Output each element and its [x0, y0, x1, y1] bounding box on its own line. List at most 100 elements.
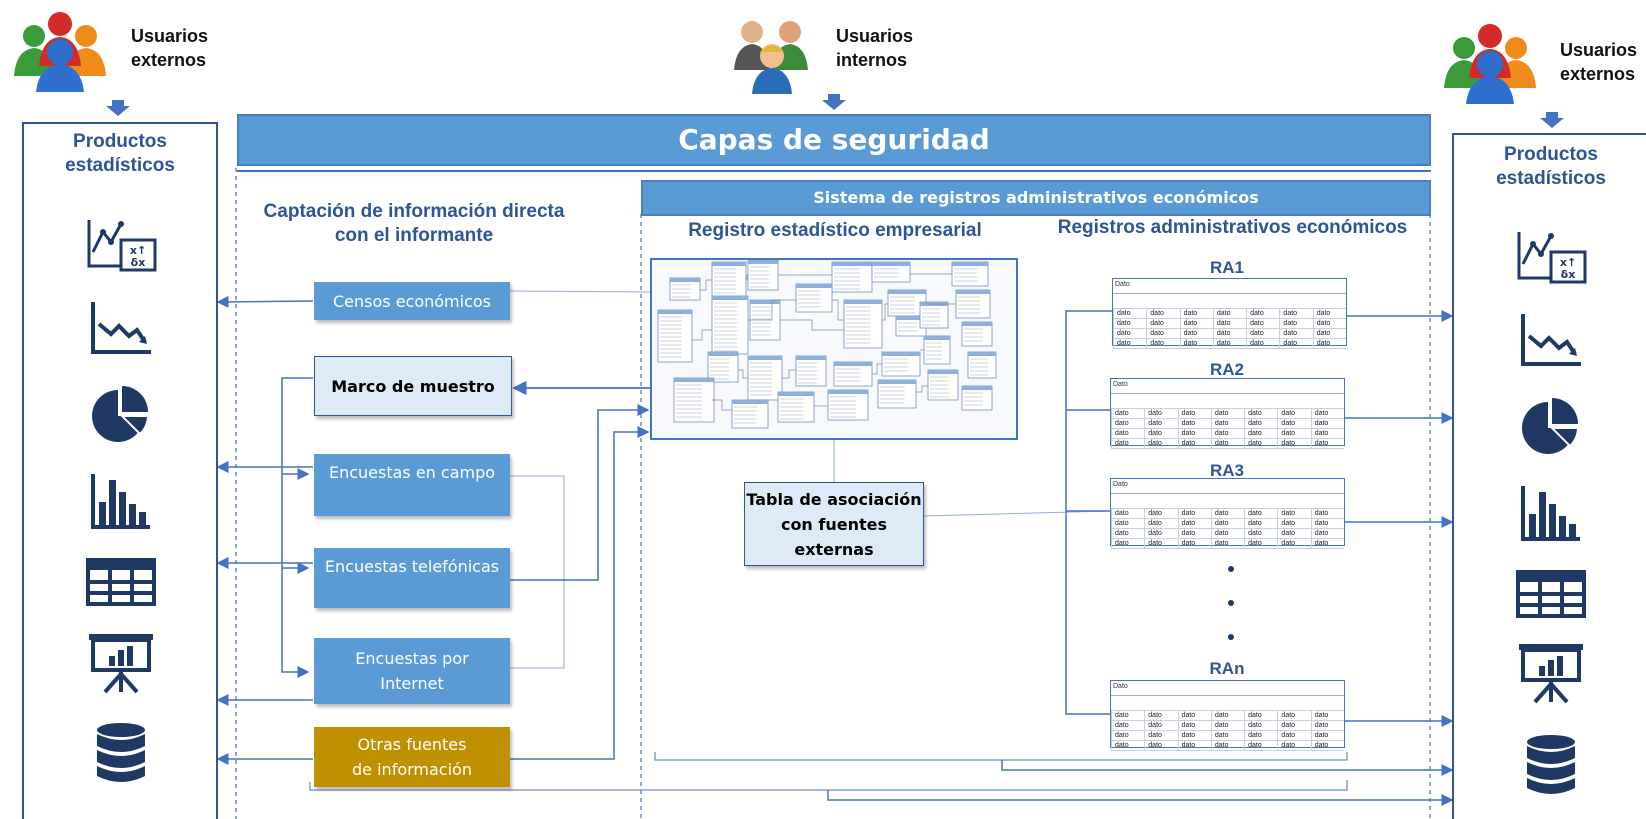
ra-table-cell: dato — [1277, 721, 1311, 731]
ra-table-cell: dato — [1244, 529, 1278, 539]
ra-table-cell: dato — [1244, 721, 1278, 731]
ra-table-cell: dato — [1212, 339, 1247, 349]
svg-text:δx: δx — [1561, 268, 1576, 281]
ra-table-cell: dato — [1144, 419, 1178, 429]
ra-table-cell: dato — [1146, 339, 1180, 349]
ra1-label: RA1 — [1209, 258, 1244, 277]
ra-table-cell: dato — [1144, 409, 1178, 419]
users-group-icon — [14, 12, 106, 92]
ra-table-cell: dato — [1244, 429, 1278, 439]
table-icon — [84, 558, 158, 606]
ra-table-cell: dato — [1310, 409, 1344, 419]
ra-table-cell: dato — [1177, 429, 1211, 439]
internal-users-label: Usuarios internos — [836, 26, 914, 70]
ra-table-cell: dato — [1179, 329, 1213, 339]
ra-table-cell: dato — [1144, 741, 1178, 751]
ra-table-cell: dato — [1113, 309, 1147, 319]
presentation-icon — [1514, 642, 1588, 704]
ra-table-cell: dato — [1177, 741, 1211, 751]
ra-table-cell: dato — [1244, 439, 1278, 449]
ra-table-cell: dato — [1246, 319, 1280, 329]
left-external-users-label: Usuarios externos — [131, 26, 209, 70]
otras-fuentes-box: Otras fuentes de información — [314, 727, 510, 787]
ra-table-cell: dato — [1277, 409, 1311, 419]
ra-table-cell: dato — [1146, 329, 1180, 339]
ra-table-cell: dato — [1277, 509, 1311, 519]
ra-table-cell: dato — [1177, 721, 1211, 731]
ellipsis-dot — [1228, 566, 1234, 572]
ra-table-cell: dato — [1111, 529, 1145, 539]
registry-er-diagram — [650, 258, 1018, 440]
ra-table-header: Dato — [1113, 279, 1346, 294]
ra-table-cell: dato — [1310, 439, 1344, 449]
encuestas-en-campo-box: Encuestas en campo — [314, 454, 510, 516]
ra-table-cell: dato — [1210, 409, 1245, 419]
ra-table-cell: dato — [1310, 741, 1344, 751]
ra-table-cell: dato — [1111, 711, 1145, 721]
ra-table-cell: dato — [1279, 329, 1313, 339]
ra-table-cell: dato — [1111, 741, 1145, 751]
ra-table-header: Dato — [1111, 681, 1344, 696]
security-banner-underline — [237, 170, 1431, 172]
ra-table-cell: dato — [1111, 409, 1145, 419]
ra-table-cell: dato — [1111, 439, 1145, 449]
marco-de-muestro-box: Marco de muestro — [314, 356, 512, 416]
ra-table-cell: dato — [1177, 529, 1211, 539]
ra-table-cell: dato — [1179, 339, 1213, 349]
ra-table-cell: dato — [1310, 539, 1344, 549]
ra-table-cell: dato — [1312, 329, 1346, 339]
ra-table-cell: dato — [1144, 439, 1178, 449]
ra-table-cell: dato — [1310, 419, 1344, 429]
ellipsis-dot — [1228, 600, 1234, 606]
ra-table-cell: dato — [1177, 731, 1211, 741]
ra-table-cell: dato — [1210, 721, 1245, 731]
svg-text:δx: δx — [131, 256, 146, 269]
ra-table-cell: dato — [1310, 429, 1344, 439]
line-chart-icon — [84, 300, 158, 356]
ra-table-cell: dato — [1277, 529, 1311, 539]
ra-table-cell: dato — [1177, 439, 1211, 449]
encuestas-telefonicas-box: Encuestas telefónicas — [314, 548, 510, 608]
scatter-chart-icon: x↑δx — [84, 216, 158, 272]
ra-table-cell: dato — [1177, 509, 1211, 519]
right-external-users — [1436, 20, 1546, 109]
ra-table-cell: dato — [1144, 509, 1178, 519]
ra-table-cell: dato — [1111, 519, 1145, 529]
presentation-icon — [84, 632, 158, 694]
database-icon — [1514, 734, 1588, 796]
pie-chart-icon — [1514, 396, 1588, 458]
ra-table-cell: dato — [1113, 339, 1147, 349]
ra-table-cell: dato — [1312, 339, 1346, 349]
ra-table-cell: dato — [1310, 711, 1344, 721]
ra-table-cell: dato — [1210, 741, 1245, 751]
ra-table-cell: dato — [1111, 721, 1145, 731]
ra-table-cell: dato — [1113, 319, 1147, 329]
ra-table-cell: dato — [1144, 529, 1178, 539]
ra-table-cell: dato — [1210, 519, 1245, 529]
ra-table-cell: dato — [1177, 711, 1211, 721]
scatter-chart-icon: x↑δx — [1514, 228, 1588, 284]
svg-text:x↑: x↑ — [1560, 256, 1576, 269]
ra-table-cell: dato — [1144, 519, 1178, 529]
ra-table-cell: dato — [1310, 721, 1344, 731]
right-products-panel: Productos estadísticos — [1452, 133, 1646, 819]
ra-table-cell: dato — [1210, 539, 1245, 549]
ra-table-cell: dato — [1144, 731, 1178, 741]
ra-table-cell: dato — [1210, 529, 1245, 539]
ra-table-cell: dato — [1177, 419, 1211, 429]
ra-table-cell: dato — [1244, 419, 1278, 429]
ra-table-cell: dato — [1244, 539, 1278, 549]
ra-table-cell: dato — [1310, 731, 1344, 741]
ra-table-cell: dato — [1244, 711, 1278, 721]
ra-table-cell: dato — [1277, 711, 1311, 721]
ra-table-cell: dato — [1210, 711, 1245, 721]
ra-table-cell: dato — [1279, 339, 1313, 349]
ra-table-cell: dato — [1210, 509, 1245, 519]
users-group-icon — [734, 21, 808, 94]
admin-system-banner: Sistema de registros administrativos eco… — [641, 180, 1431, 216]
